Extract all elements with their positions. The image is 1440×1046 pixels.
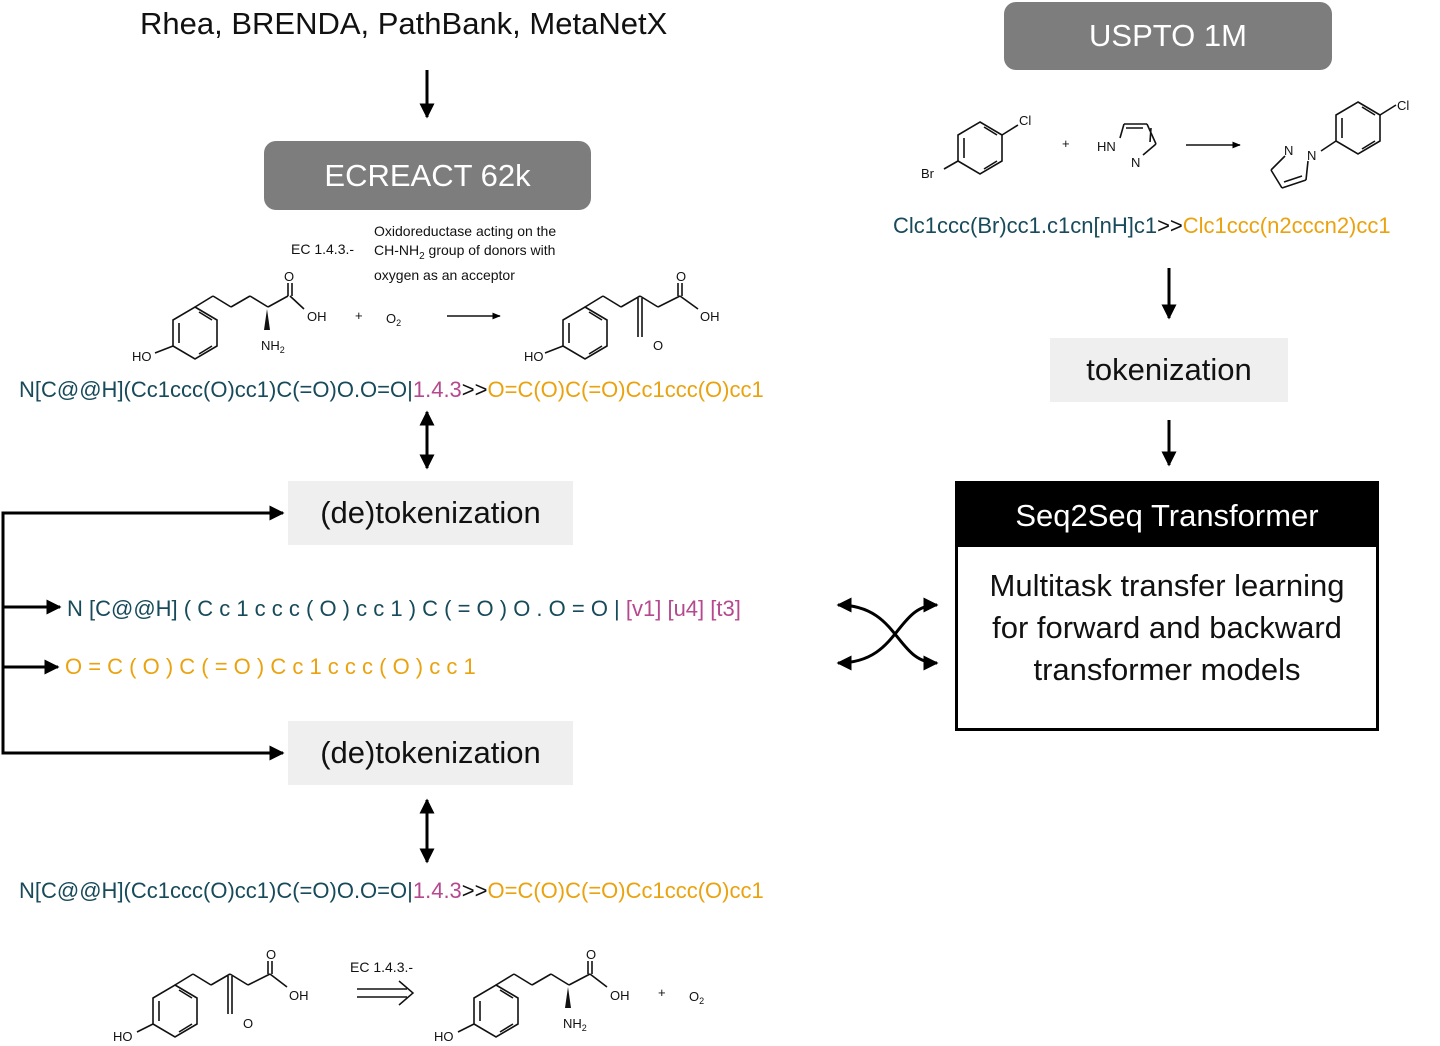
chem-label-o-bot3: O <box>586 947 596 962</box>
ec-description-line3: oxygen as an acceptor <box>374 266 515 283</box>
transformer-line1: Multitask transfer learning <box>989 568 1345 603</box>
uspto-smiles-reactants: Clc1ccc(Br)cc1.c1cn[nH]c1 <box>893 213 1158 238</box>
plus-bottom: + <box>658 985 666 1000</box>
smiles-reaction-bottom: N[C@@H](Cc1ccc(O)cc1)C(=O)O.O=O|1.4.3>>O… <box>19 878 764 903</box>
plus-top: + <box>355 308 363 323</box>
chem-label-hn: HN <box>1097 139 1116 154</box>
chem-label-n-3: N <box>1307 148 1316 163</box>
chem-label-ho-bot2: HO <box>434 1029 454 1044</box>
uspto-label: USPTO 1M <box>1089 18 1247 53</box>
chem-label-oh-bot2: OH <box>610 988 630 1003</box>
o2-bottom: O2 <box>689 989 704 1006</box>
transformer-line2: for forward and backward <box>992 610 1342 645</box>
ec-description: Oxidoreductase acting on the CH-NH2 grou… <box>374 222 556 285</box>
chem-label-nh2-top: NH2 <box>261 338 285 355</box>
chem-label-br: Br <box>921 166 935 181</box>
tokens-reactants: N [C@@H] ( C c 1 c c c ( O ) c c 1 ) C (… <box>67 596 620 621</box>
tyrosine-structure-bottom <box>457 961 608 1038</box>
tokens-ec: [v1] [u4] [t3] <box>625 596 741 621</box>
bromochlorobenzene-structure <box>943 121 1019 175</box>
chem-label-nh2-bot: NH2 <box>563 1016 587 1033</box>
transformer-header: Seq2Seq Transformer <box>958 484 1376 547</box>
hppa-structure-top <box>544 283 699 360</box>
o2-top: O2 <box>386 311 401 328</box>
smiles-bottom-reactants: N[C@@H](Cc1ccc(O)cc1)C(=O)O.O=O <box>19 878 408 903</box>
chem-label-o-top2: O <box>676 269 686 284</box>
transformer-description: Multitask transfer learning for forward … <box>958 547 1376 691</box>
chem-label-ho-top2: HO <box>524 349 544 364</box>
ec-class-top: EC 1.4.3.- <box>291 241 355 257</box>
uspto-dataset-box: USPTO 1M <box>1004 2 1332 70</box>
smiles-reaction-top: N[C@@H](Cc1ccc(O)cc1)C(=O)O.O=O|1.4.3>>O… <box>19 377 764 402</box>
chem-label-oh-top1: OH <box>307 309 327 324</box>
retro-arrow-bottom <box>357 980 415 1006</box>
chem-label-oh-top2: OH <box>700 309 720 324</box>
tokenization-label: tokenization <box>1086 352 1252 387</box>
ec-description-line1: Oxidoreductase acting on the <box>374 223 557 239</box>
plus-uspto: + <box>1062 136 1070 151</box>
tokens-reactant-line: N [C@@H] ( C c 1 c c c ( O ) c c 1 ) C (… <box>67 596 741 622</box>
hppa-structure-bottom <box>136 961 288 1038</box>
ec-description-line2: CH-NH2 group of donors with <box>374 242 556 262</box>
product-structure-uspto <box>1270 101 1397 189</box>
chem-label-o-top1: O <box>284 269 294 284</box>
smiles-product: O=C(O)C(=O)Cc1ccc(O)cc1 <box>487 377 764 402</box>
chem-label-o-top3: O <box>653 338 663 353</box>
chem-label-o-bot2: O <box>243 1016 253 1031</box>
detokenization-label-top: (de)tokenization <box>320 495 541 530</box>
chem-label-ho-bot1: HO <box>113 1029 133 1044</box>
chem-label-cl-1: Cl <box>1019 113 1031 128</box>
smiles-bottom-ec: 1.4.3 <box>412 878 462 903</box>
pyrazole-structure <box>1119 123 1157 156</box>
tokenization-box: tokenization <box>1050 338 1288 402</box>
detokenization-box-top: (de)tokenization <box>288 481 573 545</box>
chem-label-o-bot1: O <box>266 947 276 962</box>
smiles-ec: 1.4.3 <box>412 377 462 402</box>
chem-label-oh-bot1: OH <box>289 988 309 1003</box>
ecreact-label: ECREACT 62k <box>324 158 531 193</box>
data-sources-label: Rhea, BRENDA, PathBank, MetaNetX <box>140 6 668 41</box>
ecreact-dataset-box: ECREACT 62k <box>264 141 591 210</box>
cross-arrow-2 <box>836 597 939 671</box>
smiles-uspto-reaction: Clc1ccc(Br)cc1.c1cn[nH]c1>>Clc1ccc(n2ccc… <box>893 213 1391 238</box>
chem-label-n-1: N <box>1131 155 1140 170</box>
detokenization-box-bottom: (de)tokenization <box>288 721 573 785</box>
smiles-reactants: N[C@@H](Cc1ccc(O)cc1)C(=O)O.O=O <box>19 377 408 402</box>
tyrosine-structure-top <box>154 283 305 360</box>
chem-label-n-2: N <box>1284 143 1293 158</box>
detokenization-label-bottom: (de)tokenization <box>320 735 541 770</box>
seq2seq-transformer-box: Seq2Seq Transformer Multitask transfer l… <box>955 481 1379 731</box>
cross-arrow-1 <box>836 597 939 671</box>
smiles-bottom-product: O=C(O)C(=O)Cc1ccc(O)cc1 <box>487 878 764 903</box>
ec-class-bottom: EC 1.4.3.- <box>350 959 414 975</box>
transformer-line3: transformer models <box>1033 652 1301 687</box>
chem-label-cl-2: Cl <box>1397 98 1409 113</box>
chem-label-ho-top1: HO <box>132 349 152 364</box>
uspto-smiles-product: Clc1ccc(n2cccn2)cc1 <box>1182 213 1391 238</box>
connector-left-bracket <box>1 505 285 761</box>
